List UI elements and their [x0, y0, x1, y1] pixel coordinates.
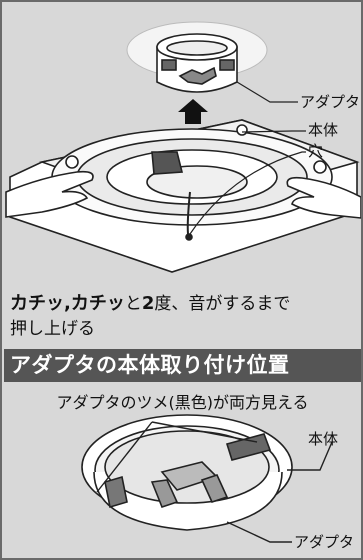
- up-arrow-icon: [178, 99, 208, 124]
- top-illustration: [5, 21, 361, 273]
- adapter-illustration-top: [156, 33, 238, 93]
- mounted-adapter-illustration: [81, 414, 293, 531]
- section-subtitle: アダプタのツメ(黒色)が両方見える: [56, 393, 309, 412]
- label-hole: 穴: [308, 142, 324, 160]
- instruction-caption: カチッ,カチッと2度、音がするまで 押し上げる: [10, 291, 360, 342]
- label-body-top: 本体: [308, 121, 339, 139]
- label-body-bottom: 本体: [308, 430, 339, 448]
- caption-text-times: 度、音がするまで: [154, 294, 291, 314]
- leader-lines: [189, 81, 306, 235]
- caption-bold-click: カチッ,カチッ: [10, 293, 125, 314]
- ceiling-body-illustration: [9, 119, 360, 273]
- label-adapter-bottom: アダプタ: [294, 533, 355, 551]
- label-adapter-top: アダプタ: [300, 93, 361, 111]
- caption-text-to: と: [124, 294, 142, 314]
- caption-bold-two: 2: [141, 293, 155, 314]
- pointer-arrows: [96, 421, 333, 543]
- hands-illustration: [5, 170, 361, 219]
- section-header: アダプタの本体取り付け位置: [4, 349, 361, 382]
- caption-line2: 押し上げる: [10, 319, 95, 339]
